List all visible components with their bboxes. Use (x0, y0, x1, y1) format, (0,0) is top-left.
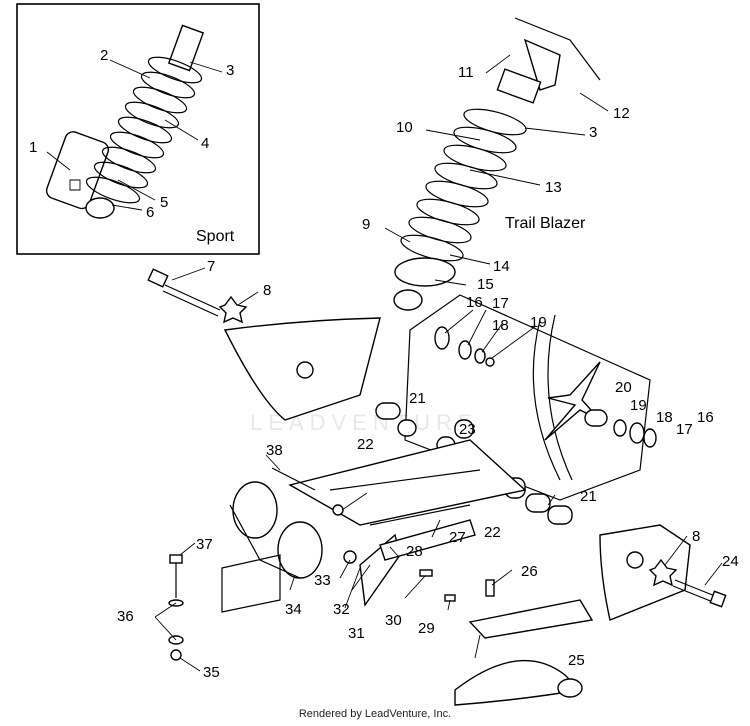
callout-35: 35 (203, 664, 220, 681)
callout-19: 19 (530, 314, 547, 331)
a-arm-25-drawing (454, 579, 594, 706)
callout-22: 22 (357, 436, 374, 453)
callout-11: 11 (458, 64, 474, 81)
callout-26: 26 (521, 563, 538, 580)
callout-1: 1 (29, 139, 37, 156)
callout-8b: 8 (692, 528, 700, 545)
callout-31: 31 (348, 625, 365, 642)
callout-18: 18 (492, 317, 509, 334)
callout-38: 38 (266, 442, 283, 459)
callout-17: 17 (492, 295, 509, 312)
callout-28: 28 (406, 543, 423, 560)
sport-inset-box (16, 3, 260, 255)
callout-14: 14 (493, 258, 510, 275)
callout-37: 37 (196, 536, 213, 553)
callout-9: 9 (362, 216, 370, 233)
callout-12: 12 (613, 105, 630, 122)
callout-5: 5 (160, 194, 168, 211)
leader-lines (46, 54, 723, 672)
callout-32: 32 (333, 601, 350, 618)
callout-30: 30 (385, 612, 402, 629)
trail-blazer-shock-drawing (393, 17, 601, 311)
callout-15: 15 (477, 276, 494, 293)
callout-33: 33 (314, 572, 331, 589)
callout-13: 13 (545, 179, 562, 196)
callout-34: 34 (285, 601, 302, 618)
callout-4: 4 (201, 135, 209, 152)
callout-6: 6 (146, 204, 154, 221)
sport-shock-drawing (45, 24, 205, 219)
sport-label: Sport (196, 228, 235, 245)
callout-17b: 17 (676, 421, 693, 438)
footer-credit: Rendered by LeadVenture, Inc. (298, 708, 452, 720)
callout-21: 21 (409, 390, 426, 407)
star-washer-8-left (218, 295, 248, 324)
callout-36: 36 (117, 608, 134, 625)
callout-25: 25 (568, 652, 585, 669)
callout-16b: 16 (697, 409, 714, 426)
trail-blazer-label: Trail Blazer (505, 215, 586, 232)
callout-numbers: 1 2 3 4 5 6 7 8 3 9 10 11 12 13 14 15 16… (29, 47, 739, 681)
callout-23: 23 (459, 421, 476, 438)
callout-2: 2 (100, 47, 108, 64)
callout-21b: 21 (580, 488, 597, 505)
bolt-7-drawing (147, 268, 221, 317)
callout-27: 27 (449, 529, 466, 546)
callout-20: 20 (615, 379, 632, 396)
callout-24: 24 (722, 553, 739, 570)
callout-3: 3 (226, 62, 234, 79)
spacer-stack-right (404, 294, 657, 501)
hardware-left-drawing (168, 467, 476, 661)
callout-7: 7 (207, 258, 215, 275)
callout-16: 16 (466, 294, 483, 311)
callout-22b: 22 (484, 524, 501, 541)
callout-10: 10 (396, 119, 413, 136)
callout-3b: 3 (589, 124, 597, 141)
callout-18b: 18 (656, 409, 673, 426)
bracket-24-drawing (599, 524, 727, 621)
callout-29: 29 (418, 620, 435, 637)
callout-8: 8 (263, 282, 271, 299)
callout-19b: 19 (630, 397, 647, 414)
